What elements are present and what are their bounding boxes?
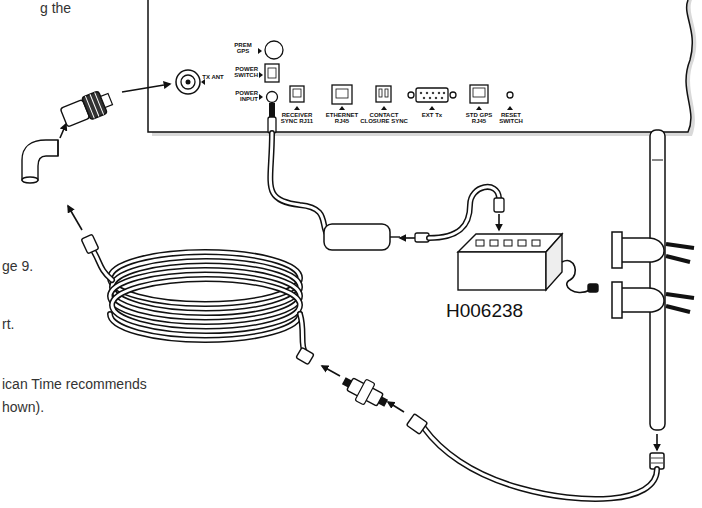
right-angle-adapter — [22, 140, 58, 183]
cut-off-text: hown). — [2, 399, 82, 416]
port-label: STD GPS RJ45 — [460, 112, 498, 125]
lightning-arrestor — [338, 370, 392, 414]
port-label: RESET SWITCH — [494, 112, 528, 125]
coax-coil — [68, 206, 314, 365]
power-cord — [268, 103, 504, 250]
panel-ports — [290, 85, 513, 104]
part-number: H006238 — [446, 300, 556, 323]
power-adapter — [324, 224, 390, 250]
power-switch — [259, 64, 279, 82]
receiver-panel — [148, 0, 692, 132]
bnc-jack — [176, 70, 205, 94]
bnc-plug — [59, 88, 114, 129]
port-label: EXT Tx — [414, 112, 450, 118]
antenna-mast — [612, 130, 694, 469]
cut-off-text: ge 9. — [2, 258, 62, 275]
ext-tx-pins — [420, 92, 445, 99]
pointer-triangles — [294, 106, 513, 110]
port-label: PREM GPS — [230, 42, 256, 55]
port-label: TX ANT — [202, 74, 224, 80]
cut-off-text: ican Time recommends — [2, 376, 202, 393]
port-label: CONTACT CLOSURE SYNC — [358, 112, 410, 125]
port-label: POWER SWITCH — [225, 66, 258, 79]
port-label: POWER INPUT — [225, 90, 258, 103]
cut-off-text: g the — [40, 0, 100, 17]
gps-connector — [265, 41, 283, 59]
cut-off-text: rt. — [2, 316, 42, 333]
antenna-cable — [322, 366, 657, 499]
power-jack — [267, 92, 278, 103]
port-label: RECEIVER SYNC RJ11 — [279, 112, 315, 125]
power-strip — [458, 234, 598, 293]
port-label: ETHERNET RJ45 — [324, 112, 360, 125]
